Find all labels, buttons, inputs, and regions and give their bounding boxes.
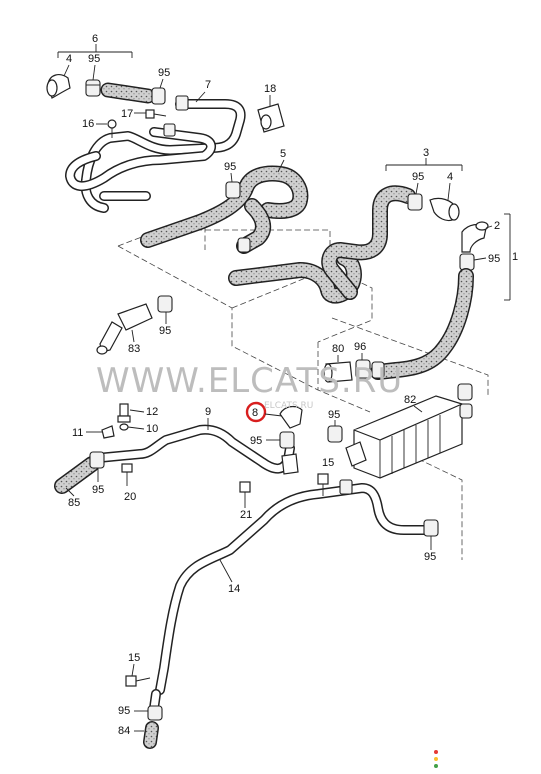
clamp-95-i: 95 (327, 409, 343, 443)
clamp-95-k: 95 (118, 705, 163, 721)
valve-83: 83 (96, 295, 173, 355)
label-95-k: 95 (118, 705, 130, 717)
label-82: 82 (404, 394, 416, 406)
label-95-e: 95 (488, 253, 500, 265)
hose-3 (321, 185, 416, 300)
status-dots (434, 750, 438, 768)
label-15-top: 15 (322, 457, 334, 469)
label-2: 2 (494, 220, 500, 232)
clamp-95-j: 95 (423, 519, 439, 563)
label-17: 17 (121, 108, 133, 120)
label-95-j: 95 (424, 551, 436, 563)
sensor-12: 12 (117, 403, 158, 423)
label-8: 8 (252, 407, 258, 419)
clamp-96: 96 (354, 341, 385, 379)
hose-1 (370, 268, 474, 380)
clamp-95-b: 95 (151, 67, 170, 105)
label-9: 9 (205, 406, 211, 418)
pipe-7: 7 (65, 79, 246, 213)
elbow-connector-8 (279, 405, 303, 475)
hose-5: 5 (140, 148, 362, 304)
hose-84: 84 (118, 721, 159, 749)
label-95-c: 95 (224, 161, 236, 173)
label-95-g: 95 (92, 484, 104, 496)
clamp-95-a: 95 (85, 53, 101, 97)
label-3: 3 (423, 147, 429, 159)
label-4-right: 4 (447, 171, 453, 183)
callout-8[interactable]: 8 (245, 401, 283, 423)
pipe-9: 9 (93, 406, 295, 474)
label-84: 84 (118, 725, 130, 737)
bolt-17: 17 (121, 108, 167, 120)
label-6: 6 (92, 33, 98, 45)
group-3-bracket: 3 (385, 147, 463, 171)
watermark-sub-text: ELCATS.RU (264, 401, 313, 411)
clamp-95-d: 95 (407, 171, 424, 211)
label-7: 7 (205, 79, 211, 91)
label-95-i: 95 (328, 409, 340, 421)
label-20: 20 (124, 491, 136, 503)
group-1-bracket: 1 (504, 213, 518, 301)
cooler-82: 82 (345, 383, 473, 479)
label-95-a: 95 (88, 53, 100, 65)
nut-21: 21 (239, 481, 252, 521)
bolt-15-top: 15 (317, 457, 334, 496)
label-16: 16 (82, 118, 94, 130)
hose-85: 85 95 (54, 451, 105, 509)
label-95-b: 95 (158, 67, 170, 79)
label-10: 10 (146, 423, 158, 435)
label-5: 5 (280, 148, 286, 160)
label-1: 1 (512, 251, 518, 263)
clip-11: 11 (72, 425, 115, 439)
sleeve-80: 80 (323, 343, 353, 383)
label-18: 18 (264, 83, 276, 95)
seal-10: 10 (119, 423, 158, 435)
label-12: 12 (146, 406, 158, 418)
label-95-f-group: 95 (159, 312, 171, 337)
hose-short-6 (100, 82, 156, 104)
elbow-connector-2: 2 (461, 220, 500, 253)
pipe-14: 14 (149, 479, 431, 713)
label-4-top: 4 (66, 53, 72, 65)
group-6-bracket: 6 (57, 33, 133, 58)
label-80: 80 (332, 343, 344, 355)
label-95-h: 95 (250, 435, 262, 447)
label-95-f: 95 (159, 325, 171, 337)
bolt-15-bottom: 15 (125, 652, 151, 687)
clamp-95-e: 95 (459, 253, 500, 271)
watermark: WWW.ELCATS.RU ELCATS.RU (96, 361, 403, 411)
label-14: 14 (228, 583, 240, 595)
bolt-20: 20 (121, 463, 136, 503)
watermark-text: WWW.ELCATS.RU (96, 361, 403, 401)
bolt-16: 16 (82, 118, 117, 138)
label-96: 96 (354, 341, 366, 353)
label-85: 85 (68, 497, 80, 509)
label-83: 83 (128, 343, 140, 355)
label-21: 21 (240, 509, 252, 521)
clamp-95-c: 95 (224, 161, 251, 253)
label-11: 11 (72, 427, 83, 439)
label-15-bottom: 15 (128, 652, 140, 664)
elbow-connector-4-right: 4 (429, 171, 460, 222)
highlight-ring (245, 401, 267, 423)
clamp-95-h: 95 (250, 435, 280, 447)
bushing-18: 18 (257, 83, 285, 133)
elbow-connector-4-top: 4 (46, 53, 72, 99)
label-95-d: 95 (412, 171, 424, 183)
clamp-small-left (163, 123, 176, 137)
